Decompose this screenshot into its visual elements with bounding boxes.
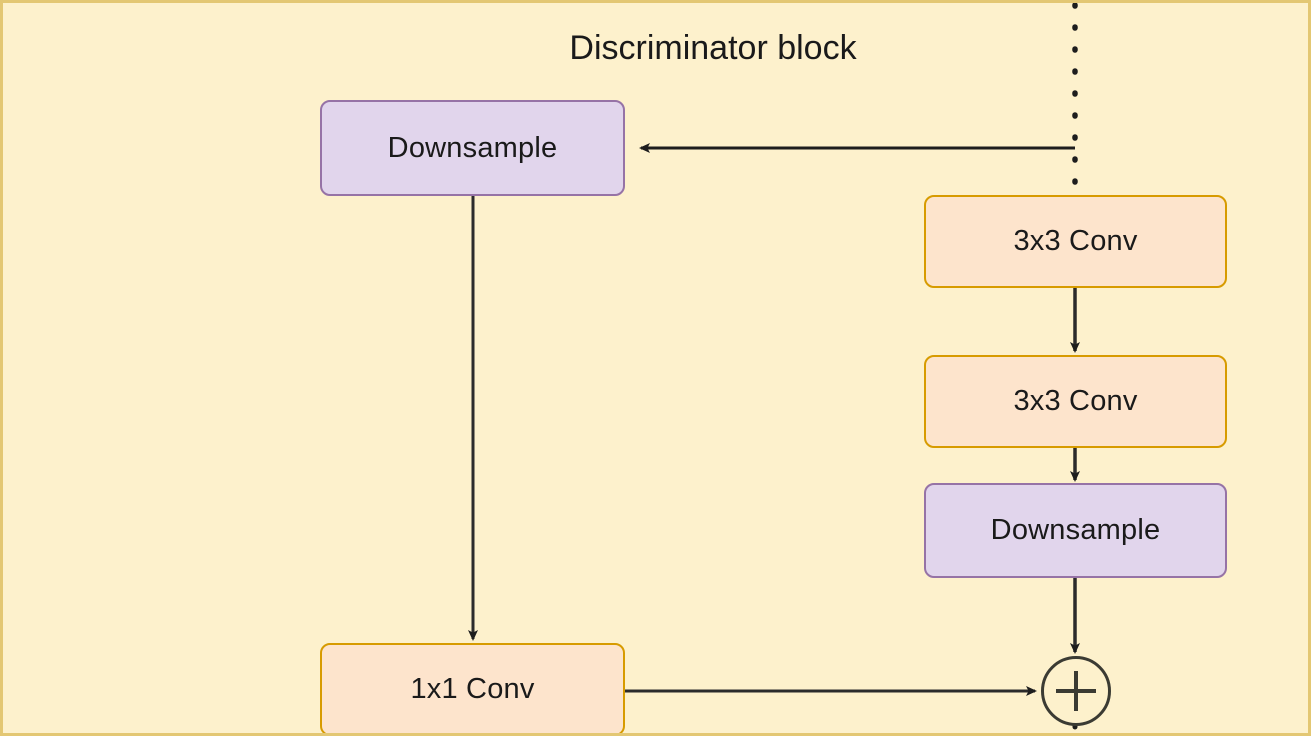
node-conv1x1[interactable]: 1x1 Conv [320,643,625,733]
node-main-downsample[interactable]: Downsample [924,483,1227,578]
plus-glyph [1056,671,1096,711]
node-label: 3x3 Conv [1013,385,1138,417]
node-label: Downsample [990,514,1161,546]
plus-circle-icon[interactable] [1041,656,1111,726]
node-conv3x3-first[interactable]: 3x3 Conv [924,195,1227,288]
node-conv3x3-second[interactable]: 3x3 Conv [924,355,1227,448]
page-title: Discriminator block [569,29,857,67]
node-label: 3x3 Conv [1013,225,1138,257]
node-label: Downsample [387,131,558,164]
node-label: 1x1 Conv [410,673,535,705]
node-skip-downsample[interactable]: Downsample [320,100,625,196]
